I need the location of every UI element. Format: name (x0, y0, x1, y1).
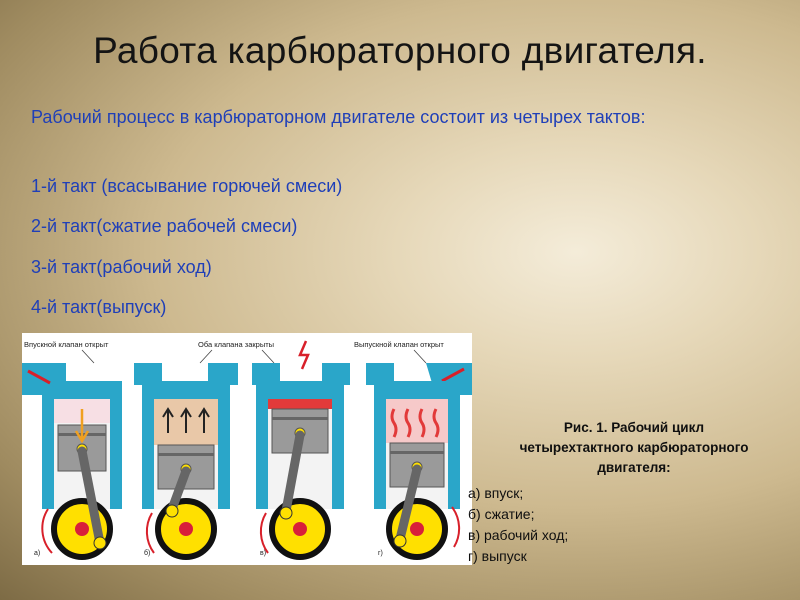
label-intake-open: Впускной клапан открыт (24, 340, 109, 349)
panel-letter-b: б) (144, 549, 150, 557)
caption-line: Рис. 1. Рабочий цикл (563, 420, 705, 435)
rotation-arrow (145, 512, 155, 554)
cylinder-head (42, 381, 122, 399)
flywheel-hub (179, 522, 193, 536)
rotation-arrow (451, 506, 461, 548)
flywheel-hub (75, 522, 89, 536)
intake-port-b (134, 363, 162, 385)
cylinder-wall-right (110, 399, 122, 509)
connecting-rod (77, 446, 105, 548)
rotation-arrow (41, 508, 53, 554)
connecting-rod (167, 466, 191, 514)
caption-item-power: в) рабочий ход; (468, 527, 569, 543)
exhaust-port-c (322, 363, 350, 385)
slide-title: Работа карбюраторного двигателя. (93, 30, 707, 71)
cylinder-wall-right (448, 399, 460, 509)
intake-arrow (27, 369, 51, 385)
connecting-rod (395, 464, 422, 544)
cylinder-head (374, 381, 460, 399)
panel-letter-d: г) (378, 550, 383, 557)
panel-letter-a: а) (34, 550, 40, 557)
label-both-closed: Оба клапана закрыты (198, 340, 274, 349)
caption-line: двигателя: (597, 460, 671, 475)
ignited-mixture (268, 399, 332, 409)
label-arrow-exhaust (413, 349, 427, 364)
intro-text: Рабочий процесс в карбюраторном двигател… (31, 107, 646, 127)
label-arrow-closed-1 (199, 349, 213, 364)
caption-line: четырехтактного карбюраторного (519, 440, 749, 455)
engine-panel-intake: а) (22, 363, 122, 560)
caption-item-intake: а) впуск; (468, 485, 524, 501)
flywheel-hub (293, 522, 307, 536)
cylinder-wall-right (218, 399, 230, 509)
engine-panel-compression: б) (134, 363, 238, 560)
engine-panel-exhaust: г) (366, 363, 472, 560)
caption-item-exhaust: г) выпуск (468, 548, 527, 564)
cylinder-wall-left (256, 399, 268, 509)
panel-letter-c: в) (260, 550, 266, 557)
crank-pin (93, 536, 107, 550)
connecting-rod (281, 430, 305, 516)
exhaust-arrow (441, 367, 465, 383)
burning-gas-swirls (390, 408, 440, 438)
piston-ring (390, 451, 444, 454)
cylinder-wall-right (332, 399, 344, 509)
crank-pin (165, 504, 179, 518)
rotation-arrow (259, 512, 269, 554)
cylinder-wall-left (142, 399, 154, 509)
piston-ring (272, 417, 328, 420)
intake-port-c (252, 363, 280, 385)
engine-panel-power: в) (252, 340, 350, 560)
intake-port-d (366, 363, 394, 385)
spark-icon (298, 340, 310, 370)
caption-item-compression: б) сжатие; (468, 506, 535, 522)
cylinder-wall-left (374, 399, 386, 509)
step-3: 3-й такт(рабочий ход) (31, 257, 212, 277)
figure-caption-title: Рис. 1. Рабочий цикл четырехтактного кар… (476, 418, 792, 478)
piston-ring (158, 453, 214, 456)
cylinder-head (256, 381, 344, 399)
step-1: 1-й такт (всасывание горючей смеси) (31, 176, 343, 196)
label-arrow-intake (81, 349, 95, 364)
crank-pin (393, 534, 407, 548)
exhaust-port-b (208, 363, 238, 385)
compression-arrows (162, 407, 210, 433)
cylinder-wall-left (42, 399, 54, 509)
flywheel-hub (410, 522, 424, 536)
cylinder-head (142, 381, 230, 399)
piston-down-arrow (74, 409, 90, 444)
engine-cycle-figure: Впускной клапан открыт Оба клапана закры… (22, 333, 472, 565)
step-2: 2-й такт(сжатие рабочей смеси) (31, 216, 298, 236)
label-exhaust-open: Выпускной клапан открыт (354, 340, 444, 349)
label-arrow-closed-2 (261, 349, 275, 364)
crank-pin (279, 506, 293, 520)
step-4: 4-й такт(выпуск) (31, 297, 167, 317)
